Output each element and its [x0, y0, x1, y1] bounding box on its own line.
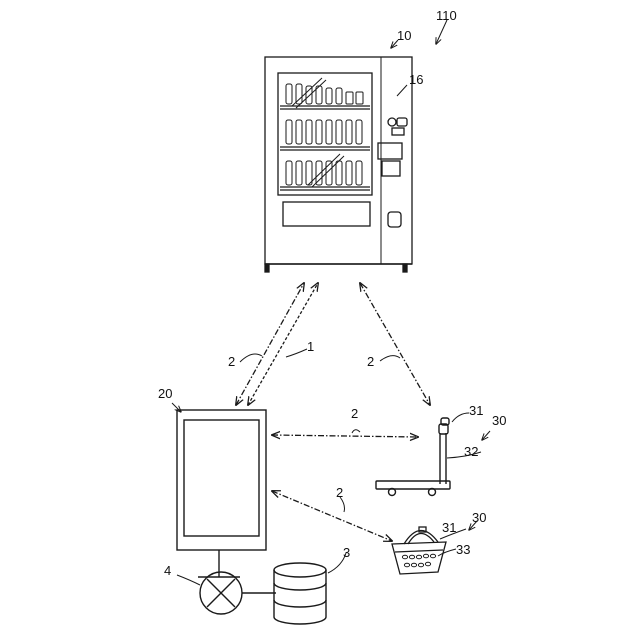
- label-link-d: 2: [351, 406, 358, 421]
- link-terminal-vending: [236, 283, 304, 405]
- return-button: [388, 212, 401, 227]
- label-router: 4: [164, 563, 171, 578]
- label-display-terminal: 20: [158, 386, 172, 401]
- display-terminal: [177, 410, 266, 577]
- router-node: [200, 572, 276, 614]
- label-link-c: 2: [367, 354, 374, 369]
- leader-lines: [172, 20, 490, 585]
- link-terminal-basket: [272, 491, 392, 541]
- vending-machine: [265, 57, 412, 272]
- database-cylinder: [274, 563, 326, 624]
- label-link-e: 2: [336, 485, 343, 500]
- coin-slot: [388, 118, 396, 126]
- label-basket-group: 30: [472, 510, 486, 525]
- link-terminal-cart: [272, 435, 418, 437]
- shopping-cart: [376, 418, 450, 496]
- label-vending-machine: 10: [397, 28, 411, 43]
- label-cart-frame: 32: [464, 444, 478, 459]
- shopping-basket: [392, 527, 446, 574]
- label-cart-handle: 31: [469, 403, 483, 418]
- bottle-row-3: [286, 161, 362, 185]
- bottle-row-2: [286, 120, 362, 144]
- product-slot: [283, 202, 370, 226]
- label-basket-handle: 31: [442, 520, 456, 535]
- label-basket-body: 33: [456, 542, 470, 557]
- label-link-a: 2: [228, 354, 235, 369]
- label-database: 3: [343, 545, 350, 560]
- communication-links: [236, 283, 430, 541]
- bill-acceptor: [378, 143, 402, 159]
- label-system: 110: [436, 8, 457, 23]
- basket-holes: [402, 554, 435, 567]
- label-link-b: 1: [307, 339, 314, 354]
- label-cart-group: 30: [492, 413, 506, 428]
- label-vending-panel: 16: [409, 72, 423, 87]
- link-vending-cart: [360, 283, 430, 405]
